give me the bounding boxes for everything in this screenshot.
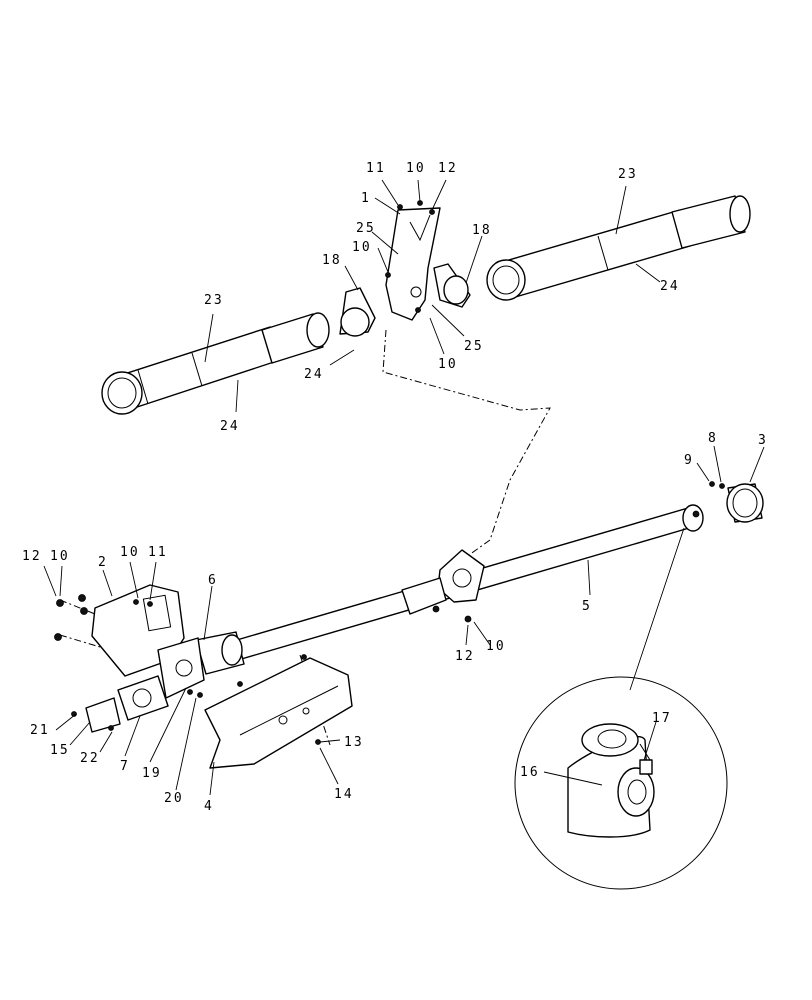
callout-label: 12 — [438, 161, 458, 176]
callout-label: 1 — [361, 191, 371, 206]
callout-label: 25 — [356, 221, 376, 236]
callout-label: 15 — [50, 743, 70, 758]
shield-tube-right — [486, 195, 751, 301]
shield-tube-left — [101, 312, 330, 415]
callout-label: 23 — [618, 167, 638, 182]
callout-label: 17 — [652, 711, 672, 726]
callout-label: 4 — [204, 799, 214, 814]
callout-label: 23 — [204, 293, 224, 308]
callout-label: 2 — [98, 555, 108, 570]
callout-label: 25 — [464, 339, 484, 354]
clamp-right — [433, 263, 471, 308]
centerline-upper — [382, 329, 551, 566]
callout-label: 13 — [344, 735, 364, 750]
callout-label: 11 — [366, 161, 386, 176]
shield-cover — [204, 654, 353, 769]
hanger-bracket — [385, 200, 441, 321]
callout-label: 12 — [22, 549, 42, 564]
callout-label: 3 — [758, 433, 768, 448]
callout-label: 5 — [582, 599, 592, 614]
callout-label: 8 — [708, 431, 718, 446]
u-joint-end — [682, 504, 704, 532]
bearing-ring — [709, 481, 764, 523]
callout-label: 22 — [80, 751, 100, 766]
callout-label: 6 — [208, 573, 218, 588]
callout-label: 10 — [120, 545, 140, 560]
callout-label: 19 — [142, 766, 162, 781]
callout-label: 18 — [322, 253, 342, 268]
callout-label: 9 — [684, 453, 694, 468]
callout-label: 14 — [334, 787, 354, 802]
gearbox-assembly — [71, 637, 205, 733]
shaft-yoke — [195, 631, 245, 675]
clamp-left — [339, 287, 376, 337]
callout-label: 10 — [438, 357, 458, 372]
callout-label: 7 — [120, 759, 130, 774]
detail-circle — [514, 527, 728, 890]
callout-label: 10 — [486, 639, 506, 654]
center-bearing — [401, 549, 485, 623]
callout-label: 24 — [660, 279, 680, 294]
callout-label: 12 — [455, 649, 475, 664]
leader-lines — [43, 179, 765, 796]
callout-label: 16 — [520, 765, 540, 780]
callout-label: 10 — [50, 549, 70, 564]
callout-label: 20 — [164, 791, 184, 806]
callout-label: 18 — [472, 223, 492, 238]
callout-label: 24 — [220, 419, 240, 434]
callout-label: 24 — [304, 367, 324, 382]
callout-label: 21 — [30, 723, 50, 738]
callout-label: 10 — [352, 240, 372, 255]
callout-label: 11 — [148, 545, 168, 560]
callout-labels: 11 10 12 1 25 10 18 18 23 23 24 24 24 25… — [22, 161, 768, 814]
callout-label: 10 — [406, 161, 426, 176]
